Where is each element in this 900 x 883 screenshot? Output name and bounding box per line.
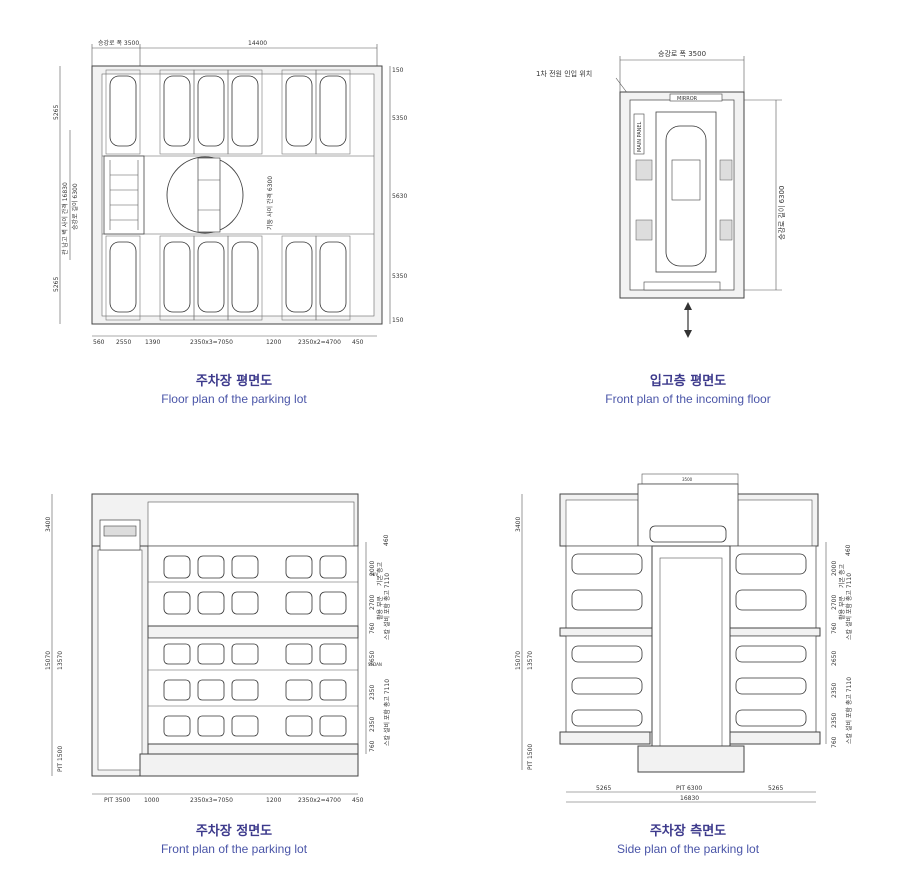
front-right-5: 2650 bbox=[369, 651, 376, 666]
front-cars bbox=[148, 555, 358, 737]
front-right-6: 2350 bbox=[369, 685, 376, 700]
side-right-vertical-2: 활용 부분 bbox=[838, 596, 846, 620]
side-right-vertical-3: 스칼 설비 포함 총고 7110 bbox=[845, 573, 853, 640]
floor-left-2: 5265 bbox=[53, 277, 60, 292]
side-plan-caption: 주차장 측면도 Side plan of the parking lot bbox=[538, 820, 838, 856]
side-left-2: 15070 bbox=[515, 651, 522, 670]
front-sedan-label: SEDAN bbox=[368, 662, 382, 667]
side-right-1: 460 bbox=[845, 544, 852, 556]
side-right-5: 2650 bbox=[831, 651, 838, 666]
floor-upper-cars bbox=[105, 69, 351, 155]
floor-right-5: 150 bbox=[392, 317, 404, 324]
side-plan-title-en: Side plan of the parking lot bbox=[616, 842, 760, 856]
front-left-3: 13570 bbox=[57, 651, 64, 670]
front-plan-caption: 주차장 정면도 Front plan of the parking lot bbox=[84, 820, 384, 856]
side-right-2: 2000 bbox=[831, 561, 838, 576]
side-right-7: 2350 bbox=[831, 713, 838, 728]
floor-bottom-4: 2350x3=7050 bbox=[190, 339, 233, 346]
front-plan-title-ko: 주차장 정면도 bbox=[195, 824, 273, 839]
floor-plan-title-ko: 주차장 평면도 bbox=[195, 374, 273, 389]
floor-right-2: 5350 bbox=[392, 115, 407, 122]
front-right-7: 2350 bbox=[369, 717, 376, 732]
floor-right-4: 5350 bbox=[392, 273, 407, 280]
front-right-4: 760 bbox=[369, 622, 376, 634]
incoming-right-label: 승강로 길이 6300 bbox=[777, 186, 786, 240]
side-left-1: 3400 bbox=[515, 517, 522, 532]
incoming-panel-label: MAIN PANEL bbox=[637, 121, 643, 152]
floor-bottom-1: 560 bbox=[93, 339, 105, 346]
floor-top-label-2: 14400 bbox=[248, 40, 267, 47]
floor-center-vertical: 기둥 사이 간격 6300 bbox=[266, 176, 274, 230]
front-bottom-3: 2350x3=7050 bbox=[190, 797, 233, 804]
front-plan-panel: 3400 15070 13570 PIT 1500 bbox=[40, 480, 420, 810]
incoming-plan-caption: 입고층 평면도 Front plan of the incoming floor bbox=[538, 370, 838, 406]
front-right-vertical-2: 활용 부분 bbox=[376, 596, 384, 620]
side-bottom-2: PIT 6300 bbox=[676, 785, 702, 792]
floor-bottom-3: 1390 bbox=[145, 339, 160, 346]
side-left-4: PIT 1500 bbox=[527, 744, 534, 770]
front-left-4: PIT 1500 bbox=[57, 746, 64, 772]
side-bottom-3: 5265 bbox=[768, 785, 783, 792]
side-right-6: 2350 bbox=[831, 683, 838, 698]
side-plan-title-ko: 주차장 측면도 bbox=[649, 824, 727, 839]
front-right-vertical-1: 기본 층고 bbox=[376, 562, 384, 586]
front-suv-label: SUV bbox=[370, 572, 378, 577]
front-right-1: 460 bbox=[383, 534, 390, 546]
front-right-2: 2000 bbox=[369, 561, 376, 576]
side-plan-panel: 3500 3400 15070 13570 PIT 1500 460 2000 … bbox=[510, 470, 890, 810]
side-right-vertical-4: 스칼 설비 포함 총고 7110 bbox=[845, 677, 853, 744]
side-bottom-1: 5265 bbox=[596, 785, 611, 792]
incoming-callout: 1차 전원 인입 위치 bbox=[536, 69, 592, 78]
front-right-8: 760 bbox=[369, 740, 376, 752]
floor-lower-cars bbox=[105, 235, 351, 321]
side-right-3: 2700 bbox=[831, 595, 838, 610]
incoming-top-label: 승강로 폭 3500 bbox=[658, 49, 706, 58]
incoming-plan-drawing: 승강로 폭 3500 1차 전원 인입 위치 MIRROR MAIN PANEL… bbox=[536, 49, 786, 338]
floor-right-1: 150 bbox=[392, 67, 404, 74]
incoming-mirror-label: MIRROR bbox=[677, 96, 698, 102]
front-bottom-2: 1000 bbox=[144, 797, 159, 804]
floor-left-vertical-2: 승강로 길이 6300 bbox=[71, 183, 79, 230]
side-cars bbox=[571, 553, 807, 727]
front-bottom-5: 2350x2=4700 bbox=[298, 797, 341, 804]
floor-bottom-2: 2550 bbox=[116, 339, 131, 346]
front-bottom-6: 450 bbox=[352, 797, 364, 804]
floor-bottom-5: 1200 bbox=[266, 339, 281, 346]
incoming-plan-title-en: Front plan of the incoming floor bbox=[605, 392, 771, 406]
floor-plan-title-en: Floor plan of the parking lot bbox=[161, 392, 307, 406]
front-right-3: 2700 bbox=[369, 595, 376, 610]
floor-bottom-7: 450 bbox=[352, 339, 364, 346]
floor-plan-panel: 승강로 폭 3500 14400 bbox=[40, 30, 420, 360]
floor-plan-caption: 주차장 평면도 Floor plan of the parking lot bbox=[84, 370, 384, 406]
front-bottom-1: PIT 3500 bbox=[104, 797, 130, 804]
side-top-label: 3500 bbox=[682, 477, 693, 482]
side-plan-drawing: 3500 3400 15070 13570 PIT 1500 460 2000 … bbox=[515, 473, 853, 803]
side-right-4: 760 bbox=[831, 622, 838, 634]
front-plan-drawing: 3400 15070 13570 PIT 1500 bbox=[45, 493, 391, 804]
floor-right-3: 5630 bbox=[392, 193, 407, 200]
incoming-plan-title-ko: 입고층 평면도 bbox=[649, 374, 727, 389]
front-left-1: 3400 bbox=[45, 517, 52, 532]
floor-plan-drawing: 승강로 폭 3500 14400 bbox=[53, 39, 407, 346]
front-right-vertical-4: 스칼 설비 포함 총고 7110 bbox=[383, 679, 391, 746]
side-right-8: 760 bbox=[831, 736, 838, 748]
floor-left-vertical-1: 관 남고 벽 사이 간격 16830 bbox=[61, 182, 69, 255]
floor-top-label-1: 승강로 폭 3500 bbox=[98, 39, 139, 47]
front-right-vertical-3: 스칼 설비 포함 총고 7110 bbox=[383, 573, 391, 640]
floor-left-1: 5265 bbox=[53, 105, 60, 120]
side-bottom-4: 16830 bbox=[680, 795, 699, 802]
side-left-3: 13570 bbox=[527, 651, 534, 670]
floor-bottom-6: 2350x2=4700 bbox=[298, 339, 341, 346]
incoming-plan-panel: 승강로 폭 3500 1차 전원 인입 위치 MIRROR MAIN PANEL… bbox=[520, 30, 820, 360]
front-plan-title-en: Front plan of the parking lot bbox=[160, 842, 308, 856]
front-bottom-4: 1200 bbox=[266, 797, 281, 804]
side-right-vertical-1: 기본 층고 bbox=[838, 564, 846, 588]
front-left-2: 15070 bbox=[45, 651, 52, 670]
